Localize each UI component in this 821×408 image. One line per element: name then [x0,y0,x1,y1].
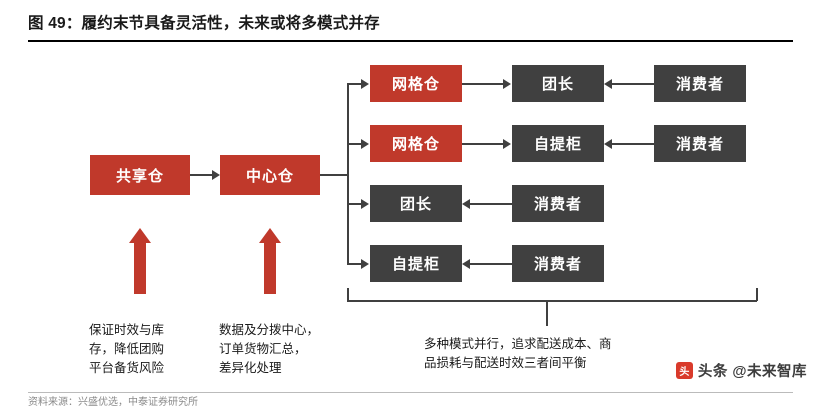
connector-trunk-row1 [347,83,362,85]
watermark: 头 头条 @未来智库 [675,360,807,381]
node-pickup-cabinet-row4-label: 自提柜 [391,256,440,273]
arrow-consumer2-to-cabinet [604,139,612,149]
node-leader-top-label: 团长 [541,76,574,93]
connector-trunk-row2 [347,143,362,145]
node-leader-row3-label: 团长 [399,196,432,213]
connector-consumer4-to-cabinet [470,263,512,265]
caption-bottom: 多种模式并行，追求配送成本、商 品损耗与配送时效三者间平衡 [424,337,612,370]
up-arrow-shared-shaft [134,242,146,294]
connector-shared-to-central [190,174,212,176]
arrow-consumer-to-leader [604,79,612,89]
up-arrow-central-head [259,228,281,243]
node-consumer-row4: 消费者 [512,245,604,282]
bottom-bracket-right-tick [756,288,758,301]
bottom-bracket-left-tick [347,288,349,301]
arrow-consumer4-to-cabinet [462,259,470,269]
caption-left: 保证时效与库 存，降低团购 平台备货风险 [89,323,165,375]
arrow-trunk-row4 [361,259,369,269]
up-arrow-central [259,228,281,294]
node-shared-warehouse-label: 共享仓 [115,167,164,185]
arrow-grid2-to-cabinet [503,139,511,149]
watermark-text: 头条 @未来智库 [697,364,807,380]
node-consumer-row3-label: 消费者 [533,196,582,213]
node-pickup-cabinet-row2-label: 自提柜 [533,136,582,153]
node-consumer-row4-label: 消费者 [533,256,582,273]
up-arrow-shared [129,228,151,294]
arrow-consumer3-to-leader [462,199,470,209]
title-divider [28,40,793,42]
node-leader-row3: 团长 [370,185,462,222]
node-leader-top: 团长 [512,65,604,102]
connector-trunk-row4 [347,263,362,265]
node-consumer-top-label: 消费者 [675,76,724,93]
node-grid-warehouse-2-label: 网格仓 [391,136,440,153]
arrow-trunk-row1 [361,79,369,89]
page-title: 图 49：履约末节具备灵活性，未来或将多模式并存 [28,15,380,32]
node-consumer-row3: 消费者 [512,185,604,222]
node-consumer-row2: 消费者 [654,125,746,162]
connector-grid1-to-leader [462,83,504,85]
arrow-trunk-row3 [361,199,369,209]
node-grid-warehouse-2: 网格仓 [370,125,462,162]
node-shared-warehouse: 共享仓 [90,155,190,195]
bottom-bracket-line [347,300,757,302]
connector-consumer-to-leader [612,83,654,85]
watermark-badge-icon: 头 [675,362,693,379]
source-note: 资料来源：兴盛优选，中泰证券研究所 [28,397,198,408]
arrow-trunk-row2 [361,139,369,149]
footer-divider [28,392,793,393]
bottom-bracket-stem [546,300,548,326]
node-grid-warehouse-1: 网格仓 [370,65,462,102]
node-grid-warehouse-1-label: 网格仓 [391,76,440,93]
node-consumer-top: 消费者 [654,65,746,102]
node-pickup-cabinet-row4: 自提柜 [370,245,462,282]
connector-consumer3-to-leader [470,203,512,205]
chart-title-bar: 图 49：履约末节具备灵活性，未来或将多模式并存 [28,10,793,44]
up-arrow-shared-head [129,228,151,243]
node-central-warehouse-label: 中心仓 [245,167,294,185]
trunk-vertical [347,83,349,264]
up-arrow-central-shaft [264,242,276,294]
connector-grid2-to-cabinet [462,143,504,145]
caption-middle: 数据及分拨中心， 订单货物汇总， 差异化处理 [219,323,320,375]
node-pickup-cabinet-row2: 自提柜 [512,125,604,162]
connector-trunk-row3 [347,203,362,205]
arrow-grid1-to-leader [503,79,511,89]
arrow-shared-to-central [212,170,220,180]
node-central-warehouse: 中心仓 [220,155,320,195]
connector-consumer2-to-cabinet [612,143,654,145]
node-consumer-row2-label: 消费者 [675,136,724,153]
connector-central-to-trunk [320,174,348,176]
